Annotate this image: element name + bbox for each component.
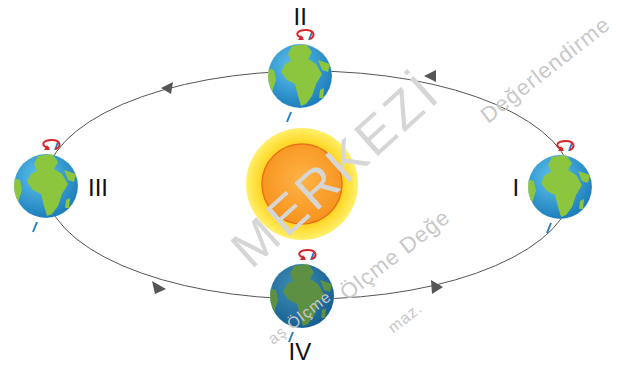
season-number: II <box>294 5 307 29</box>
earth <box>526 141 592 233</box>
watermark: Değerlendirme <box>476 13 613 127</box>
earth <box>266 30 332 122</box>
season-number: IV <box>289 340 312 364</box>
season-number: III <box>88 176 108 200</box>
watermark: maz. <box>385 300 425 336</box>
season-number: I <box>513 176 520 200</box>
earth <box>12 140 78 232</box>
watermark: Ölçme Değe <box>336 206 454 305</box>
watermark: aş Ölçme <box>265 288 334 347</box>
